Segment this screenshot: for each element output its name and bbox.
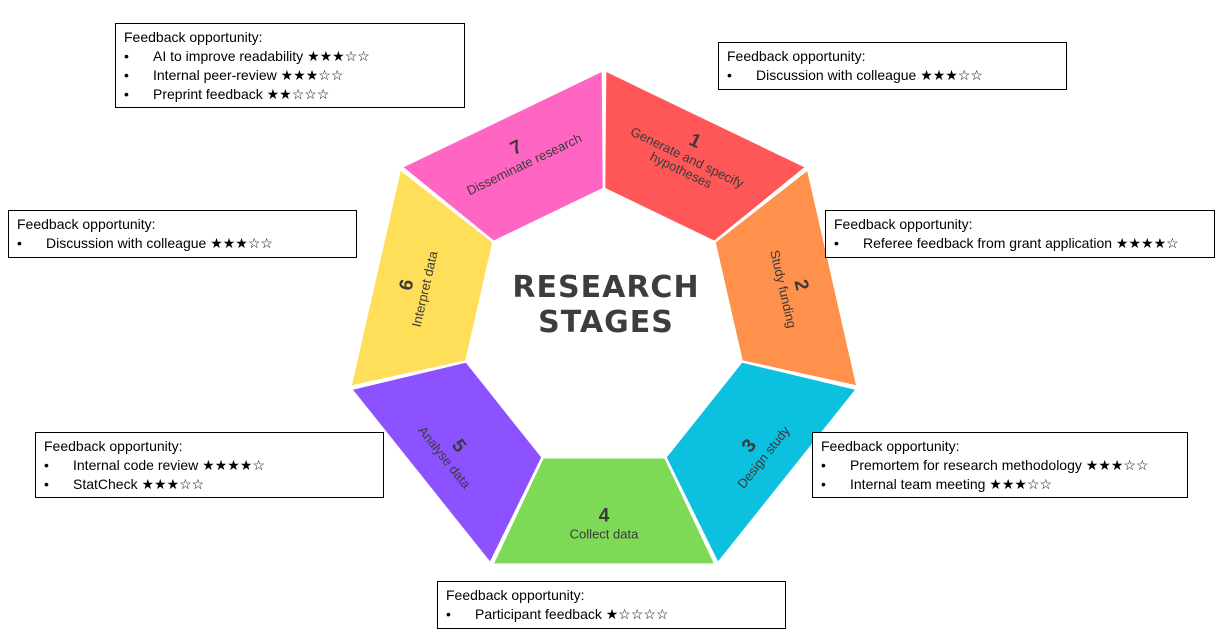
feedback-item: Discussion with colleague ★★★☆☆ bbox=[17, 234, 348, 253]
feedback-list: Internal code review ★★★★☆ StatCheck ★★★… bbox=[44, 456, 375, 494]
feedback-box-stage7: Feedback opportunity: AI to improve read… bbox=[115, 23, 465, 108]
feedback-box-stage4: Feedback opportunity: Participant feedba… bbox=[437, 581, 786, 629]
feedback-box-stage6: Feedback opportunity: Discussion with co… bbox=[8, 210, 357, 258]
stage-segment-5 bbox=[353, 362, 542, 562]
feedback-item: Discussion with colleague ★★★☆☆ bbox=[727, 66, 1058, 85]
feedback-title: Feedback opportunity: bbox=[124, 29, 263, 45]
feedback-item: Premortem for research methodology ★★★☆☆ bbox=[821, 456, 1179, 475]
feedback-title: Feedback opportunity: bbox=[446, 587, 585, 603]
feedback-list: Premortem for research methodology ★★★☆☆… bbox=[821, 456, 1179, 494]
stage-segment-7 bbox=[403, 72, 603, 241]
feedback-box-stage3: Feedback opportunity: Premortem for rese… bbox=[812, 432, 1188, 498]
center-title-line2: STAGES bbox=[538, 305, 674, 340]
stage-segment-3 bbox=[666, 362, 855, 562]
feedback-title: Feedback opportunity: bbox=[834, 216, 973, 232]
feedback-item: Preprint feedback ★★☆☆☆ bbox=[124, 85, 456, 104]
feedback-item: Internal code review ★★★★☆ bbox=[44, 456, 375, 475]
feedback-title: Feedback opportunity: bbox=[821, 438, 960, 454]
stage-name-4: Collect data bbox=[570, 527, 639, 542]
feedback-list: Discussion with colleague ★★★☆☆ bbox=[17, 234, 348, 253]
feedback-box-stage1: Feedback opportunity: Discussion with co… bbox=[718, 42, 1067, 90]
feedback-item: Internal peer-review ★★★☆☆ bbox=[124, 66, 456, 85]
stage-number-6: 6 bbox=[396, 278, 419, 293]
feedback-item: Internal team meeting ★★★☆☆ bbox=[821, 475, 1179, 494]
center-title-line1: RESEARCH bbox=[512, 270, 699, 305]
feedback-item: AI to improve readability ★★★☆☆ bbox=[124, 47, 456, 66]
stage-segment-6 bbox=[352, 171, 493, 386]
stage-segment-1 bbox=[605, 72, 805, 241]
feedback-box-stage5: Feedback opportunity: Internal code revi… bbox=[35, 432, 384, 498]
feedback-item: StatCheck ★★★☆☆ bbox=[44, 475, 375, 494]
feedback-list: Participant feedback ★☆☆☆☆ bbox=[446, 605, 777, 624]
feedback-title: Feedback opportunity: bbox=[44, 438, 183, 454]
feedback-list: Referee feedback from grant application … bbox=[834, 234, 1206, 253]
feedback-list: AI to improve readability ★★★☆☆ Internal… bbox=[124, 47, 456, 104]
feedback-box-stage2: Feedback opportunity: Referee feedback f… bbox=[825, 210, 1215, 258]
feedback-title: Feedback opportunity: bbox=[17, 216, 156, 232]
feedback-item: Referee feedback from grant application … bbox=[834, 234, 1206, 253]
stage-number-4: 4 bbox=[599, 506, 610, 527]
feedback-item: Participant feedback ★☆☆☆☆ bbox=[446, 605, 777, 624]
feedback-list: Discussion with colleague ★★★☆☆ bbox=[727, 66, 1058, 85]
stage-segment-2 bbox=[715, 171, 856, 386]
stage-number-2: 2 bbox=[789, 278, 812, 293]
stage-segment-4 bbox=[494, 458, 714, 564]
feedback-title: Feedback opportunity: bbox=[727, 48, 866, 64]
